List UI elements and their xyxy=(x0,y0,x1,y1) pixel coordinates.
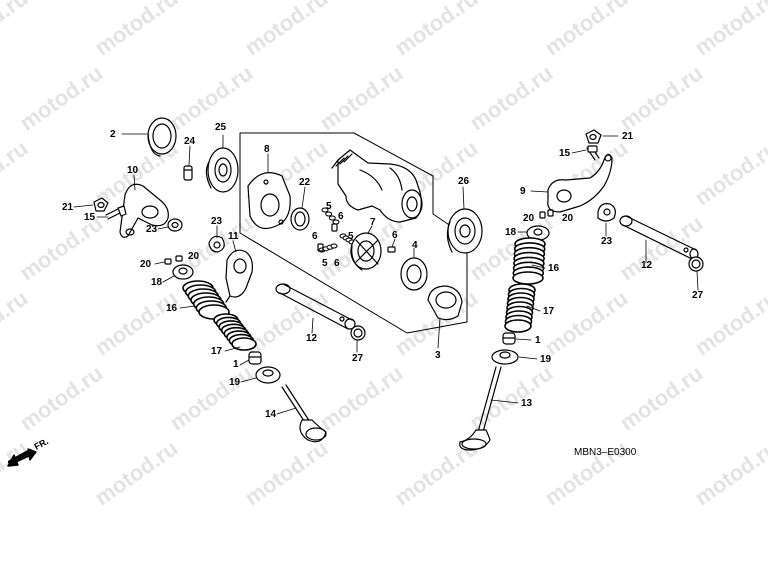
callout-c21b: 21 xyxy=(622,131,634,142)
springs-part-5 xyxy=(318,207,356,253)
callout-c6d: 6 xyxy=(392,230,398,241)
callout-c27a: 27 xyxy=(352,353,364,364)
callout-c20a: 20 xyxy=(140,259,152,270)
callout-c26: 26 xyxy=(458,176,470,187)
spring-coil xyxy=(231,337,257,351)
stem-seal-part-1-left xyxy=(248,351,262,365)
callout-c5c: 5 xyxy=(322,258,328,269)
callout-c20c: 20 xyxy=(523,213,535,224)
outer-spring-part-16-left xyxy=(182,280,230,320)
ring-part-22 xyxy=(290,207,310,231)
rocker-arm-part-9 xyxy=(547,153,613,213)
cap-part-23-left xyxy=(167,218,183,232)
valve-cotters-part-20-right xyxy=(539,209,554,219)
valve-part-14 xyxy=(281,384,327,443)
callout-c19a: 19 xyxy=(229,377,241,388)
callout-c19b: 19 xyxy=(540,354,552,365)
callout-c1a: 1 xyxy=(233,359,239,370)
seal-part-2 xyxy=(147,117,177,157)
callout-c25: 25 xyxy=(215,122,227,133)
small-spring-coil xyxy=(321,207,329,213)
callout-c6c: 6 xyxy=(334,258,340,269)
callout-c20d: 20 xyxy=(562,213,574,224)
spring-seat-part-19-right xyxy=(491,349,519,365)
stem-seal-part-1-right xyxy=(502,332,516,345)
callout-c16a: 16 xyxy=(166,303,178,314)
rocker-shaft-part-12-right xyxy=(619,215,699,260)
callout-c2: 2 xyxy=(110,129,116,140)
front-direction-arrow-icon xyxy=(7,448,37,467)
callout-c11: 11 xyxy=(228,231,239,242)
spring-retainer-part-18-right xyxy=(526,225,550,241)
callout-c12a: 12 xyxy=(306,333,318,344)
cap-part-23-right xyxy=(597,203,616,222)
camshaft xyxy=(331,149,423,223)
callout-c3: 3 xyxy=(435,350,441,361)
cover-plate-part-8 xyxy=(247,172,291,229)
small-spring-coil xyxy=(325,211,333,217)
callout-c20b: 20 xyxy=(188,251,200,262)
rocker-arm-part-11 xyxy=(225,249,253,303)
callout-c15a: 15 xyxy=(84,212,96,223)
callout-c24: 24 xyxy=(184,136,196,147)
callout-c6a: 6 xyxy=(338,211,344,222)
callout-c12b: 12 xyxy=(641,260,653,271)
callout-c23b: 23 xyxy=(211,216,223,227)
callout-c8: 8 xyxy=(264,144,270,155)
bearing-part-25 xyxy=(205,147,239,193)
callout-c7: 7 xyxy=(370,217,376,228)
bearing-part-26 xyxy=(446,208,483,254)
callout-c10: 10 xyxy=(127,165,139,176)
adjust-nut-part-21-left xyxy=(93,197,109,212)
callout-c4: 4 xyxy=(412,240,418,251)
rocker-arm-part-10 xyxy=(119,183,169,238)
inner-spring-part-17-left xyxy=(213,313,257,351)
decompressor-part-7 xyxy=(350,232,382,271)
callout-c15b: 15 xyxy=(559,148,571,159)
callout-c9: 9 xyxy=(520,186,526,197)
callout-c13: 13 xyxy=(521,398,533,409)
valve-part-13 xyxy=(459,366,502,451)
callout-c5b: 5 xyxy=(348,231,354,242)
rocker-shaft-part-12-left xyxy=(275,283,356,330)
diagram-reference-code: MBN3–E0300 xyxy=(574,447,637,458)
callout-c17a: 17 xyxy=(211,346,223,357)
end-cap-part-3 xyxy=(427,285,463,321)
adjust-screw-part-15-right xyxy=(586,145,600,161)
callout-c27b: 27 xyxy=(692,290,704,301)
callout-c16b: 16 xyxy=(548,263,560,274)
spring-coil xyxy=(504,319,532,333)
pins-part-6 xyxy=(317,223,396,253)
callout-c18a: 18 xyxy=(151,277,163,288)
callout-c17b: 17 xyxy=(543,306,555,317)
callout-c18b: 18 xyxy=(505,227,517,238)
callout-c23c: 23 xyxy=(601,236,613,247)
small-spring-coil xyxy=(328,215,336,221)
spring-retainer-part-18-left xyxy=(172,264,194,280)
callout-c22: 22 xyxy=(299,177,311,188)
callout-c23a: 23 xyxy=(146,224,158,235)
cap-part-23-middle xyxy=(208,235,225,253)
dowel-pin-part-24 xyxy=(183,165,193,181)
o-ring-part-27-left xyxy=(350,325,366,341)
valve-cotters-part-20-left xyxy=(164,255,183,265)
callout-c1b: 1 xyxy=(535,335,541,346)
adjust-nut-part-21-right xyxy=(585,129,602,144)
ring-part-4 xyxy=(400,257,428,291)
callout-c14: 14 xyxy=(265,409,277,420)
o-ring-part-27-right xyxy=(688,256,704,272)
adjust-screw-part-15-left xyxy=(105,205,127,220)
callout-c21a: 21 xyxy=(62,202,74,213)
spring-coil xyxy=(512,271,544,285)
leader-lines xyxy=(73,133,699,415)
outer-spring-part-16-right xyxy=(512,237,546,285)
spring-seat-part-19-left xyxy=(255,366,281,384)
callout-c6b: 6 xyxy=(312,231,318,242)
inner-spring-part-17-right xyxy=(504,283,536,333)
callout-c5a: 5 xyxy=(326,201,332,212)
small-spring-coil xyxy=(330,243,338,249)
